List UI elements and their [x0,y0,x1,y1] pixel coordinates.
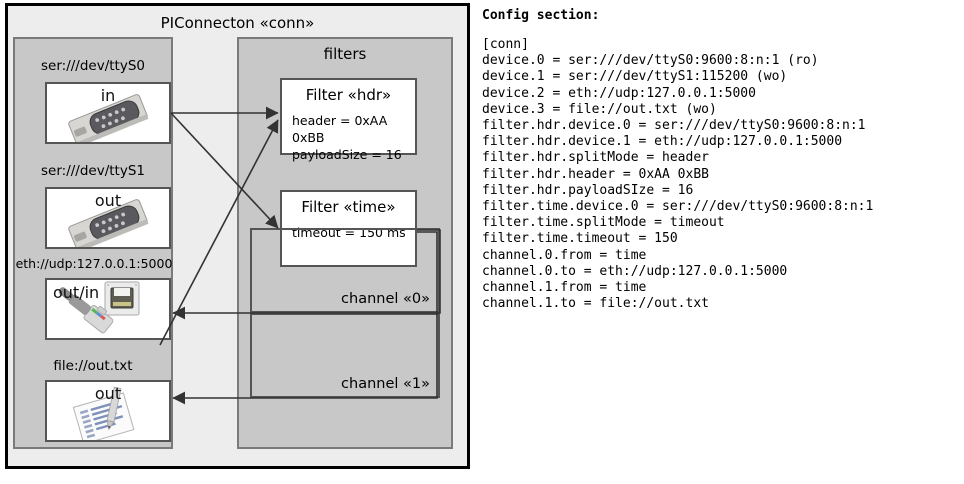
config-text: [conn] device.0 = ser:///dev/ttyS0:9600:… [482,37,874,312]
device-direction-eth: out/in [53,283,100,302]
config-section: Config section: [conn] device.0 = ser://… [482,8,960,312]
filter-prop: payloadSize = 16 [292,147,402,162]
channel-label-1: channel «1» [341,376,430,392]
filters-panel-title: filters [323,45,367,63]
ethernet-jack-icon [58,281,140,334]
device-box-ttys1[interactable]: out [45,187,171,249]
device-label-file: file://out.txt [53,358,133,374]
filter-props-hdr: header = 0xAA 0xBB payloadSize = 16 [292,112,415,163]
config-heading: Config section: [482,8,600,23]
component-title: PIConnecton «conn» [160,14,315,32]
text-file-icon [72,386,135,440]
filter-title-time: Filter «time» [301,198,396,216]
filter-prop: header = 0xAA 0xBB [292,113,388,145]
filter-box-hdr[interactable]: Filter «hdr» header = 0xAA 0xBB payloadS… [280,78,417,162]
device-box-file[interactable]: out [45,380,171,442]
device-label-eth: eth://udp:127.0.0.1:5000 [15,256,173,271]
device-direction-ttys1: out [94,191,122,210]
serial-port-icon [68,94,149,142]
device-direction-ttys0: in [100,86,116,105]
device-label-ttys0: ser:///dev/ttyS0 [41,58,145,74]
channel-block-1: channel «1» [250,313,440,398]
device-box-ttys0[interactable]: in [45,82,171,144]
device-direction-file: out [94,384,122,403]
channel-label-0: channel «0» [341,291,430,307]
filter-title-hdr: Filter «hdr» [305,86,392,104]
device-label-ttys1: ser:///dev/ttyS1 [41,163,145,179]
serial-port-icon [68,199,149,247]
device-box-eth[interactable]: out/in [45,278,171,340]
channel-block-0: channel «0» [250,228,440,313]
